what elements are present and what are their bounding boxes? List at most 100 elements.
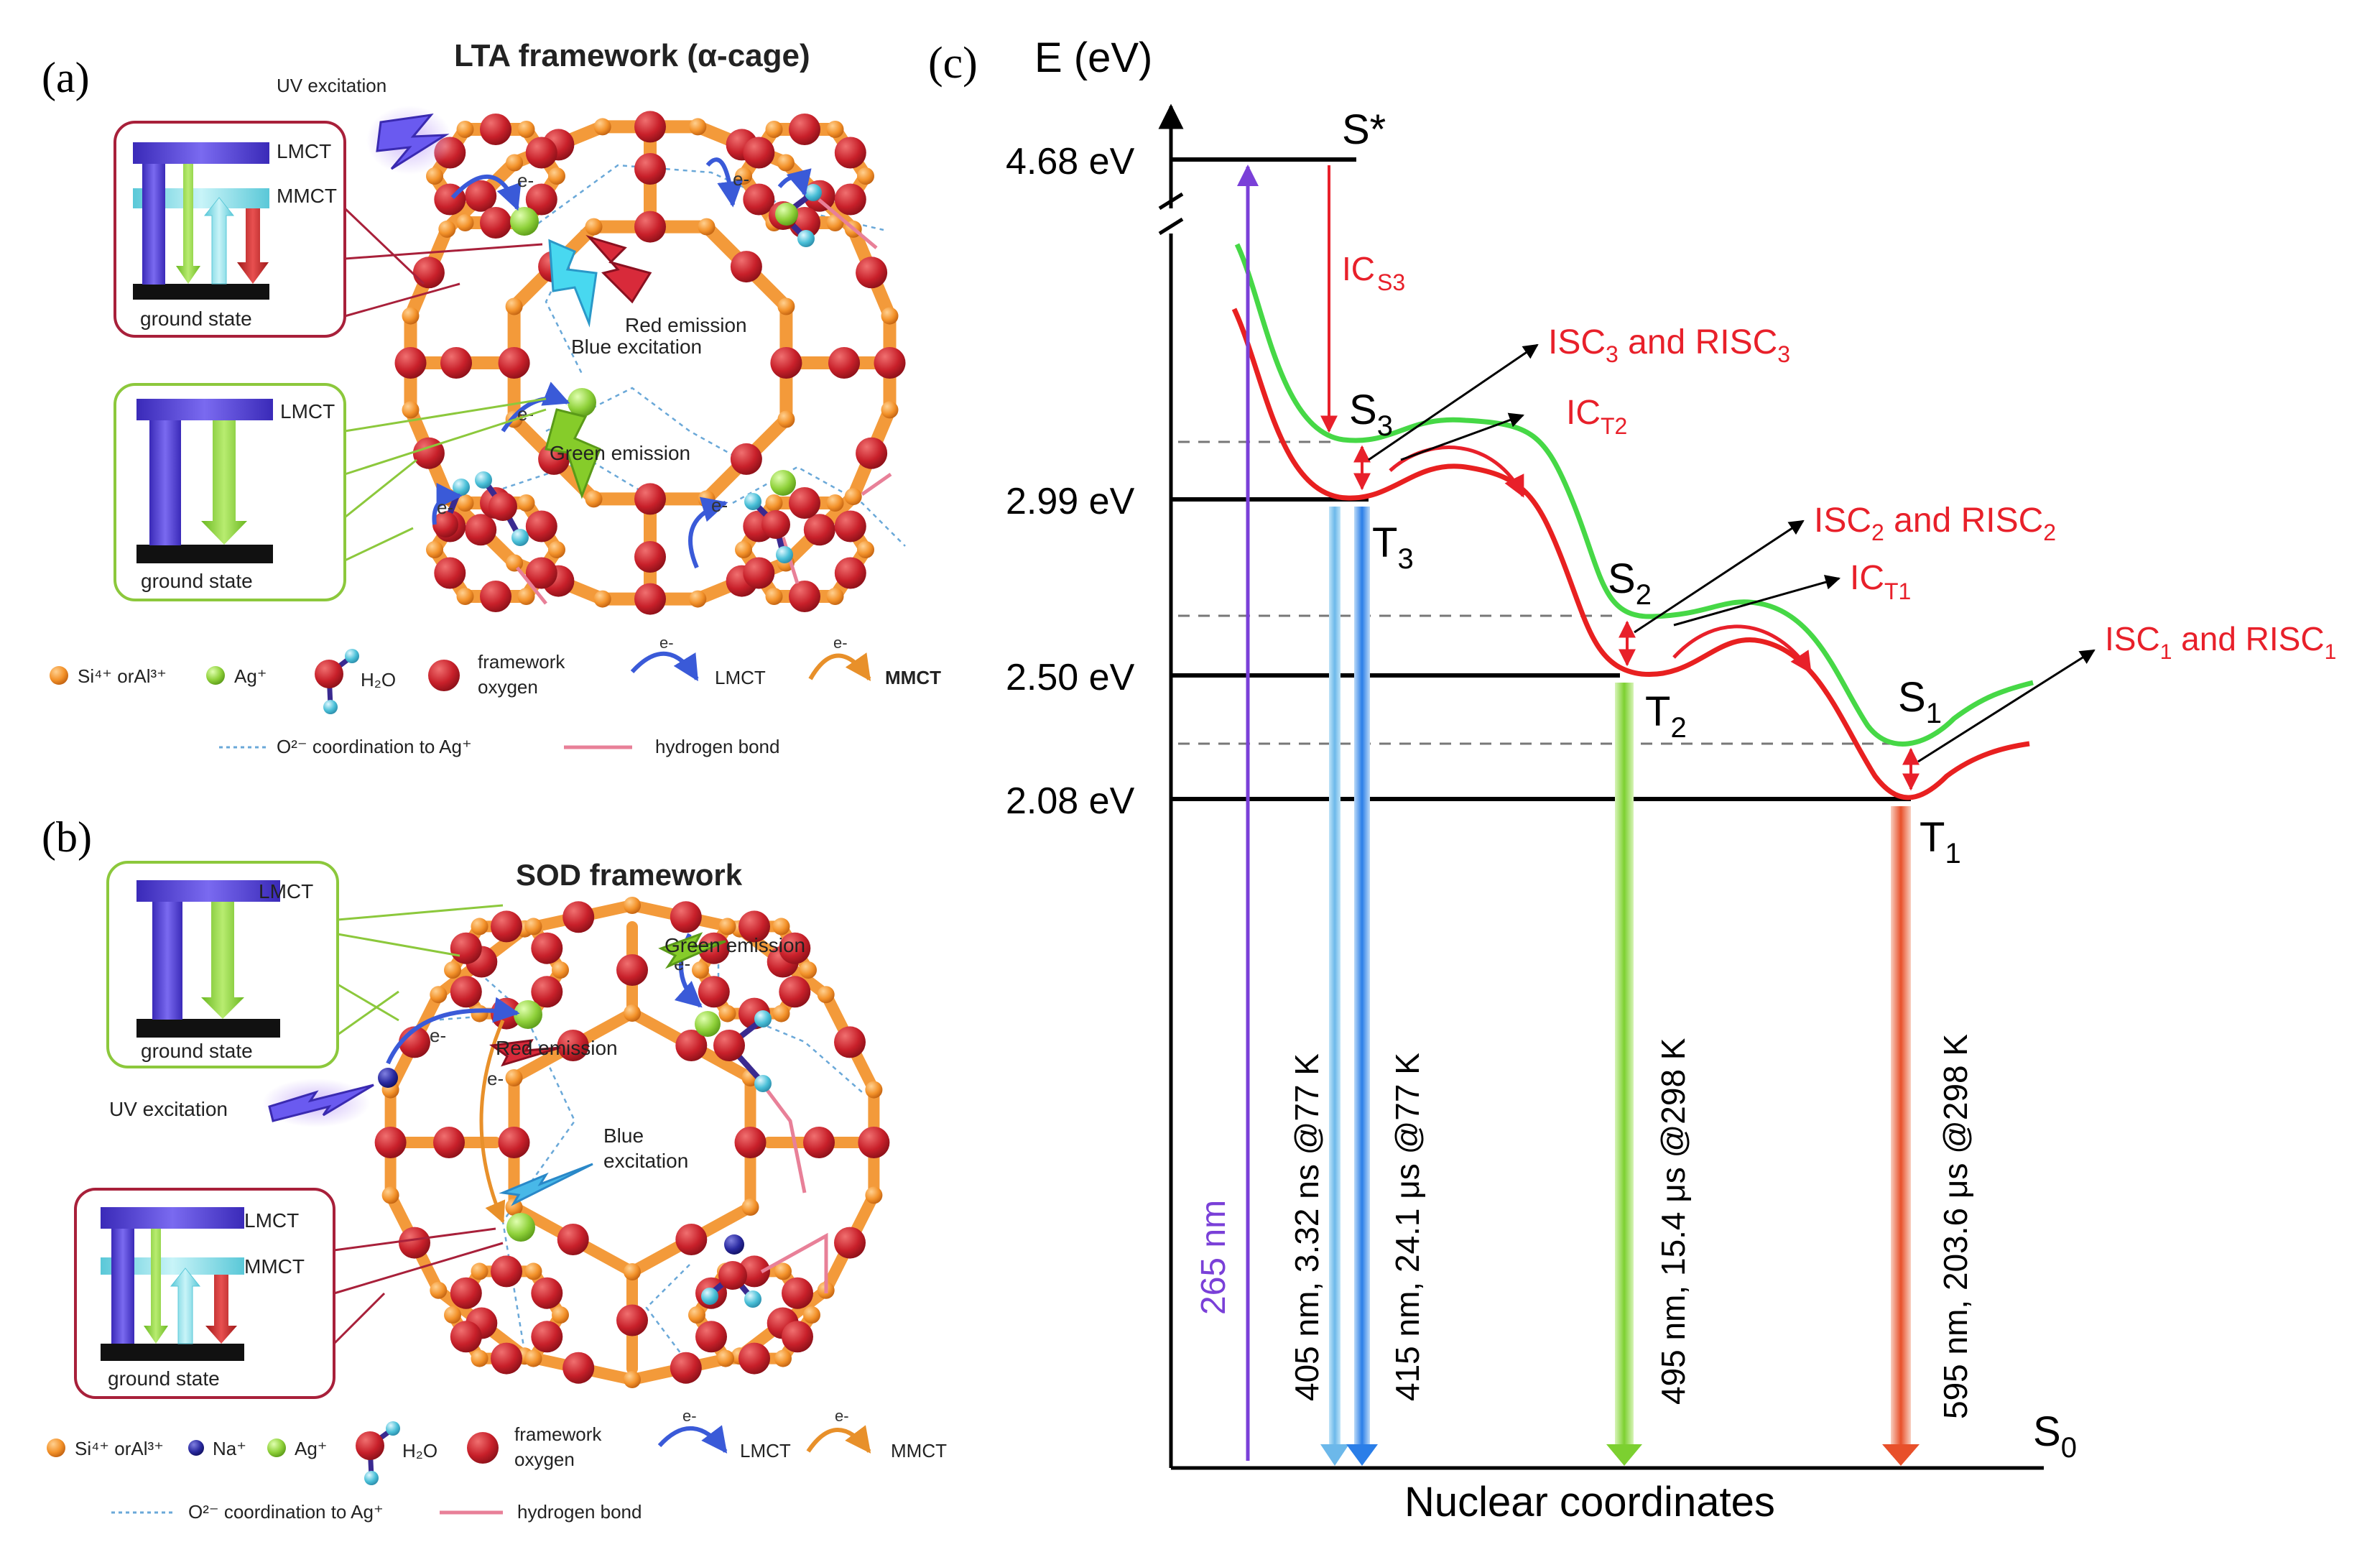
ground-level [101, 1344, 244, 1361]
state-s-star: S* [1342, 106, 1386, 153]
si-al-atom [548, 167, 565, 185]
framework-oxygen-atom [531, 1277, 563, 1309]
mmct-label: MMCT [277, 185, 337, 207]
legend-a: Si⁴⁺ orAl³⁺ Ag⁺ H₂O framework oxygen e- … [50, 634, 941, 757]
emission-arrowhead-415 [1346, 1444, 1378, 1466]
framework-oxygen-atom [698, 976, 730, 1008]
transition-label-595: 595 nm, 203.6 μs @298 K [1937, 1034, 1974, 1419]
electron-label: e- [487, 1068, 504, 1089]
mmct-up-arrow [170, 1267, 201, 1344]
si-al-atom [456, 121, 474, 138]
framework-oxygen-atom [634, 583, 666, 615]
singlet-potential-curve [1234, 243, 2034, 747]
si-al-atom [593, 590, 611, 608]
framework-oxygen-atom [634, 111, 666, 143]
si-al-atom [505, 297, 523, 315]
framework-oxygen-atom [480, 581, 511, 612]
blue-excitation-label-a: Blue excitation [571, 336, 702, 358]
framework-oxygen-atom [738, 1342, 770, 1375]
emission-arrowhead-595 [1882, 1444, 1920, 1466]
lmct-arrow-marker [630, 651, 699, 682]
si-al-atom [857, 541, 874, 558]
sodium-atom [378, 1068, 398, 1088]
water-molecules-a [432, 184, 822, 563]
energy-box-lmct-a: LMCT ground state [114, 383, 547, 601]
si-al-atom [803, 1306, 820, 1324]
si-al-atom [524, 1262, 542, 1280]
si-al-atom [624, 1371, 641, 1388]
lmct-up-arrow [111, 1229, 134, 1344]
framework-oxygen-atom [743, 137, 775, 169]
state-labels: S* S3 T3 S2 T2 S1 T1 S0 [1342, 106, 2077, 1464]
legend-hbond: hydrogen bond [517, 1501, 642, 1523]
si-al-atom [471, 1005, 488, 1022]
ic-t2-curved-arrow [1389, 445, 1525, 498]
framework-oxygen-atom [374, 1127, 407, 1158]
silver-atoms-a [510, 203, 798, 496]
framework-oxygen-atom [480, 207, 511, 239]
x-axis-label: Nuclear coordinates [1404, 1479, 1775, 1525]
si-al-atom [774, 1349, 792, 1367]
lmct-label: LMCT [277, 140, 331, 162]
si-al-atom [689, 118, 707, 136]
framework-oxygen-atom [834, 1227, 866, 1259]
framework-oxygen-atom [743, 183, 775, 216]
ic-t1-curved-arrow [1672, 624, 1812, 674]
framework-oxygen-atom [634, 211, 666, 243]
ground-state-label: ground state [140, 308, 252, 330]
electron-label: e- [430, 1025, 446, 1046]
framework-oxygen-atom [465, 180, 497, 212]
lmct-up-arrow [152, 902, 182, 1020]
framework-oxygen-atom [738, 910, 770, 943]
si-al-atom [826, 494, 844, 512]
water-molecule [713, 1010, 772, 1092]
blue-excitation-bolt-b [499, 1163, 593, 1206]
framework-oxygen-atom [770, 347, 802, 379]
framework-oxygen-atom [803, 514, 835, 546]
si-al-atom [765, 494, 783, 512]
si-al-marker [50, 666, 68, 685]
transition-label-265: 265 nm [1195, 1200, 1233, 1315]
ag-marker [267, 1439, 286, 1457]
blue-excitation-label-b: Blue [603, 1125, 644, 1147]
panel-a-label: (a) [42, 54, 90, 101]
si-al-atom [456, 588, 474, 605]
state-s3: S3 [1349, 387, 1393, 442]
framework-oxygen-atom [450, 1321, 482, 1353]
panel-b-title: SOD framework [516, 858, 743, 892]
si-al-atom [517, 588, 535, 605]
lmct-level [101, 1207, 244, 1229]
framework-oxygen-atom [557, 1030, 589, 1061]
framework-oxygen-atom [480, 114, 511, 145]
si-al-atom [505, 1199, 523, 1216]
si-al-atom [505, 1069, 523, 1086]
framework-oxygen-atom [440, 347, 472, 379]
svg-text:ICT2: ICT2 [1566, 394, 1627, 439]
uv-excitation-label-b: UV excitation [109, 1098, 228, 1120]
framework-oxygen-atom [803, 1127, 835, 1158]
si-al-atom [402, 307, 420, 325]
framework-oxygen-atom [675, 1030, 708, 1061]
framework-oxygen-atom [465, 514, 497, 546]
h2o-marker [315, 649, 359, 714]
framework-oxygen-atom [498, 1127, 530, 1158]
framework-oxygen-atom [531, 976, 563, 1008]
si-al-atom [517, 121, 535, 138]
level-label-2-08: 2.08 eV [1006, 780, 1135, 822]
legend-lmct: LMCT [715, 667, 766, 688]
ground-state-label: ground state [108, 1367, 220, 1390]
si-al-atom [826, 121, 844, 138]
energy-box-lmct-mmct-b: LMCT MMCT ground state [74, 1188, 504, 1399]
green-emission-label-a: Green emission [550, 442, 690, 464]
lmct-level [133, 142, 269, 164]
legend-na: Na⁺ [213, 1438, 246, 1459]
legend-mmct: MMCT [885, 667, 941, 688]
lmct-up-arrow [149, 420, 181, 545]
green-down-arrow [201, 420, 247, 545]
level-label-2-50: 2.50 eV [1006, 657, 1135, 698]
framework-oxygen-atom [858, 1127, 890, 1158]
legend-mmct: MMCT [891, 1440, 947, 1461]
legend-h2o: H₂O [361, 669, 396, 691]
si-al-atom [430, 1281, 448, 1299]
